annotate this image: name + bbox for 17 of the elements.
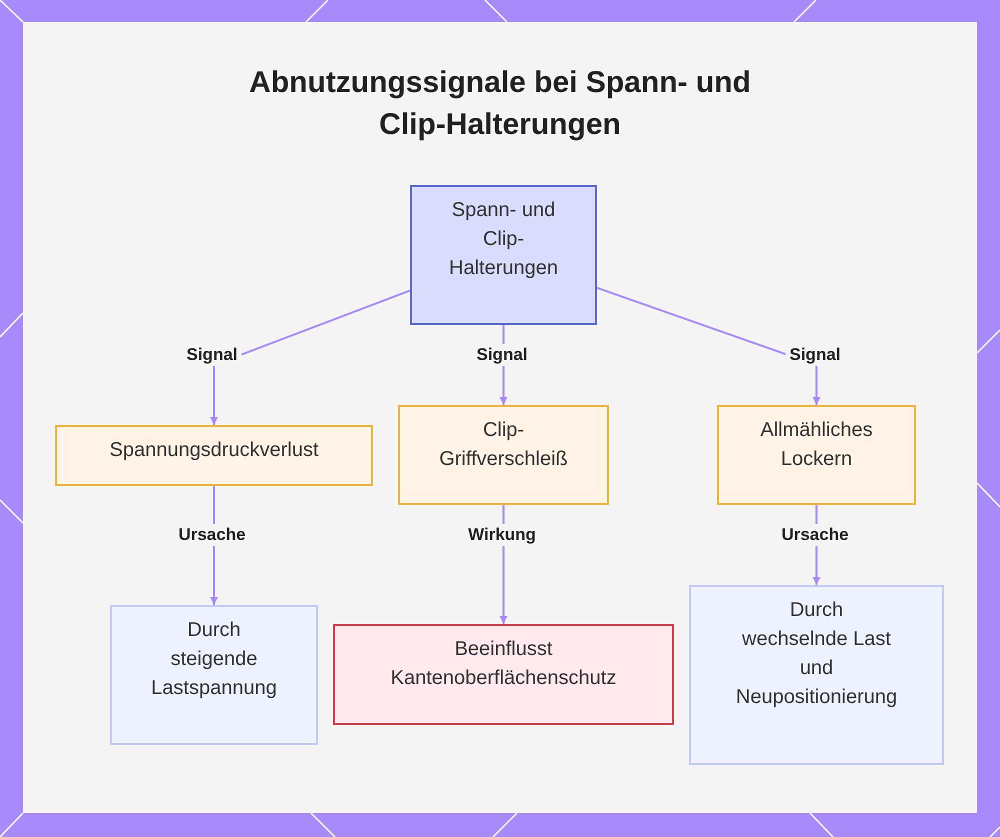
topic-box <box>410 185 597 325</box>
cause-box <box>689 585 944 765</box>
node-label: Beeinflusst Kantenoberflächenschutz <box>390 637 618 691</box>
node-label: Spannungsdruckverlust <box>108 438 320 463</box>
effect-box <box>333 624 674 725</box>
signal-box <box>398 405 609 505</box>
signal-box <box>55 425 373 486</box>
title: Abnutzungssignale bei Spann- und Clip-Halterungen <box>248 65 752 143</box>
cause-box <box>110 605 318 745</box>
node-label: Durch steigende Lastspannung <box>150 618 278 701</box>
signal-box <box>717 405 916 505</box>
node-label: Clip-Griffverschleiß <box>438 418 569 472</box>
node-label: Durch wechselnde Last und Neupositionierung <box>735 598 898 710</box>
node-label: Allmähliches Lockern <box>759 418 874 472</box>
arrow <box>596 286 820 405</box>
node-label: Spann- und Clip-Halterungen <box>448 198 559 281</box>
arrow <box>210 290 410 425</box>
